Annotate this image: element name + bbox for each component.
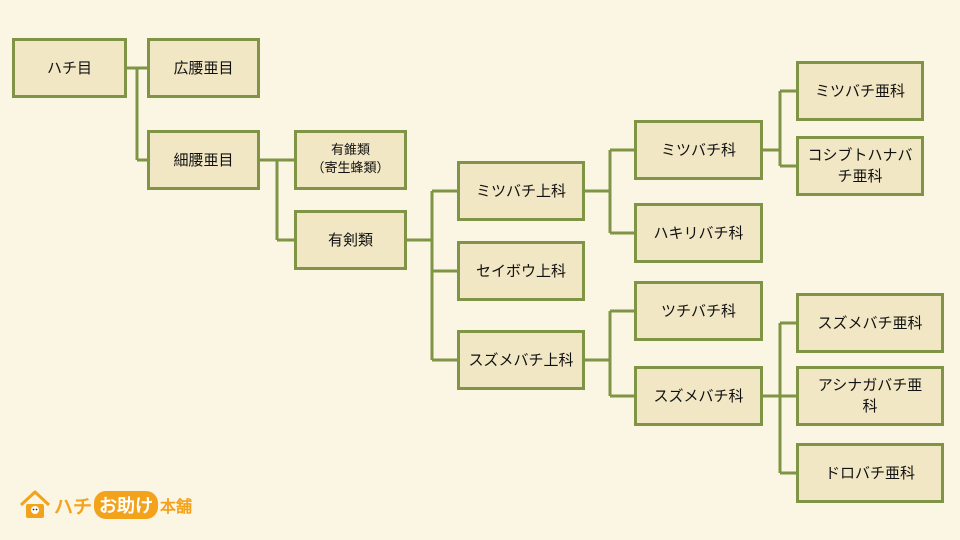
node-suzumebachi-joka: スズメバチ上科 (457, 330, 585, 390)
node-dorobachi-aka: ドロバチ亜科 (796, 443, 944, 503)
node-label: ミツバチ科 (660, 141, 736, 159)
node-label-line2: （寄生蜂類） (311, 161, 390, 176)
node-label: ミツバチ上科 (475, 182, 566, 200)
node-label: スズメバチ科 (653, 387, 744, 405)
node-mitsubachi-joka: ミツバチ上科 (457, 161, 585, 221)
node-tsuchibachi-ka: ツチバチ科 (634, 281, 763, 341)
node-label-line2: 科 (862, 397, 878, 415)
node-label: スズメバチ亜科 (817, 314, 923, 332)
node-yuusui-rui: 有錐類 （寄生蜂類） (294, 130, 407, 190)
node-saiyou-amoku: 細腰亜目 (147, 130, 260, 190)
node-label: セイボウ上科 (475, 262, 566, 280)
brand-logo: ハチ お助け 本舗 (18, 488, 192, 522)
logo-text-otasuke: お助け (94, 491, 159, 519)
logo-text-hachi: ハチ (54, 495, 93, 518)
node-mitsubachi-aka: ミツバチ亜科 (796, 61, 924, 121)
node-koshibuto-hanabachi-aka: コシブトハナバ チ亜科 (796, 136, 924, 196)
node-ashinagabachi-aka: アシナガバチ亜 科 (796, 366, 944, 426)
node-yuuken-rui: 有剣類 (294, 210, 407, 270)
node-label-line1: コシブトハナバ (807, 146, 913, 164)
node-suzumebachi-ka: スズメバチ科 (634, 366, 763, 426)
node-seibou-joka: セイボウ上科 (457, 241, 585, 301)
node-suzumebachi-aka: スズメバチ亜科 (796, 293, 944, 353)
node-label: ハチ目 (46, 59, 92, 77)
node-mitsubachi-ka: ミツバチ科 (634, 120, 763, 180)
node-label: 有剣類 (327, 231, 373, 249)
node-label: スズメバチ上科 (468, 351, 574, 369)
node-label-line1: アシナガバチ亜 (817, 376, 923, 394)
node-label: ツチバチ科 (660, 302, 736, 320)
node-label: ミツバチ亜科 (814, 82, 905, 100)
node-label: ドロバチ亜科 (824, 464, 915, 482)
house-bee-icon (19, 490, 51, 518)
node-kouyou-amoku: 広腰亜目 (147, 38, 260, 98)
node-label-line1: 有錐類 (330, 143, 370, 158)
logo-text-honpo: 本舗 (160, 497, 193, 516)
node-hachi-moku: ハチ目 (12, 38, 127, 98)
node-label-line2: チ亜科 (837, 167, 883, 185)
node-label: 広腰亜目 (173, 59, 234, 77)
node-label: ハキリバチ科 (653, 224, 744, 242)
node-label: 細腰亜目 (173, 151, 234, 169)
node-hakiribachi-ka: ハキリバチ科 (634, 203, 763, 263)
